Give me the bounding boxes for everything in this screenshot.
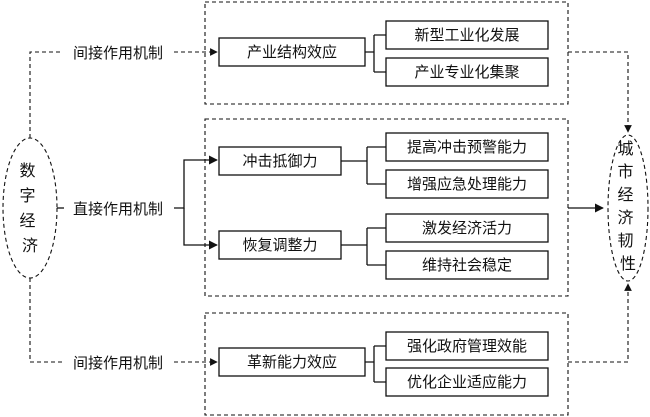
effect-label-innovation-capacity: 革新能力效应 [247,353,337,371]
effect-label-shock-resistance: 冲击抵御力 [242,152,317,170]
target-label-char-3: 经 [617,185,633,204]
source-label-char-3: 经 [19,211,35,230]
path-label-emergency-handling: 增强应急处理能力 [407,175,527,193]
effect-box-recovery-adjustment [218,230,342,260]
path-label-enterprise-adaptation: 优化企业适应能力 [407,373,527,391]
path-box-government-efficiency [385,331,549,361]
path-box-new-industrialization [385,20,549,50]
mechanism-label-indirect-top: 间接作用机制 [73,44,163,62]
path-box-social-stability [385,250,549,280]
group-frame-industry-structure [204,1,569,105]
path-label-new-industrialization: 新型工业化发展 [414,26,519,44]
target-label-char-6: 性 [620,254,636,273]
target-label-char-4: 济 [617,208,633,227]
arrow-direct-to-shock-resistance [174,155,218,209]
bracket-industry-structure [365,34,386,73]
path-label-government-efficiency: 强化政府管理效能 [407,337,527,355]
effect-box-industry-structure [218,37,366,67]
source-label-char-2: 字 [19,186,35,205]
connector-source-to-indirect-top [29,51,62,138]
bracket-innovation-capacity [365,345,386,383]
path-label-social-stability: 维持社会稳定 [422,256,512,274]
target-label-char-2: 市 [617,162,633,181]
target-node-urban-resilience [607,134,649,282]
target-label-char-1: 城 [617,139,633,158]
path-box-emergency-handling [385,169,549,199]
path-box-early-warning [385,132,549,162]
effect-label-recovery-adjustment: 恢复调整力 [242,236,317,254]
path-label-economic-vitality: 激发经济活力 [422,219,512,237]
source-label-char-4: 济 [22,236,38,255]
effect-box-innovation-capacity [218,347,366,377]
source-label-char-1: 数 [19,161,35,180]
arrow-industry-frame-to-target [568,51,632,133]
connector-source-to-indirect-bottom [29,278,62,363]
path-box-industrial-specialization [385,57,549,87]
effect-label-industry-structure: 产业结构效应 [247,43,337,61]
path-box-enterprise-adaptation [385,367,549,397]
arrow-innovation-frame-to-target [568,283,632,363]
target-label-char-5: 韧 [617,231,633,250]
path-box-economic-vitality [385,213,549,243]
source-label: 数 字 经 济 [19,161,40,255]
arrow-direct-to-recovery [183,208,218,250]
target-label: 城 市 经 济 韧 性 [617,139,638,273]
source-node-digital-economy [2,137,58,279]
effect-box-shock-resistance [218,146,342,176]
bracket-shock-resistance [341,146,386,185]
path-label-early-warning: 提高冲击预警能力 [407,138,527,156]
bracket-recovery-adjustment [341,227,386,266]
group-frame-innovation [204,312,569,416]
mechanism-label-direct: 直接作用机制 [73,200,163,218]
mechanism-label-indirect-bottom: 间接作用机制 [73,354,163,372]
path-label-industrial-specialization: 产业专业化集聚 [414,63,519,81]
